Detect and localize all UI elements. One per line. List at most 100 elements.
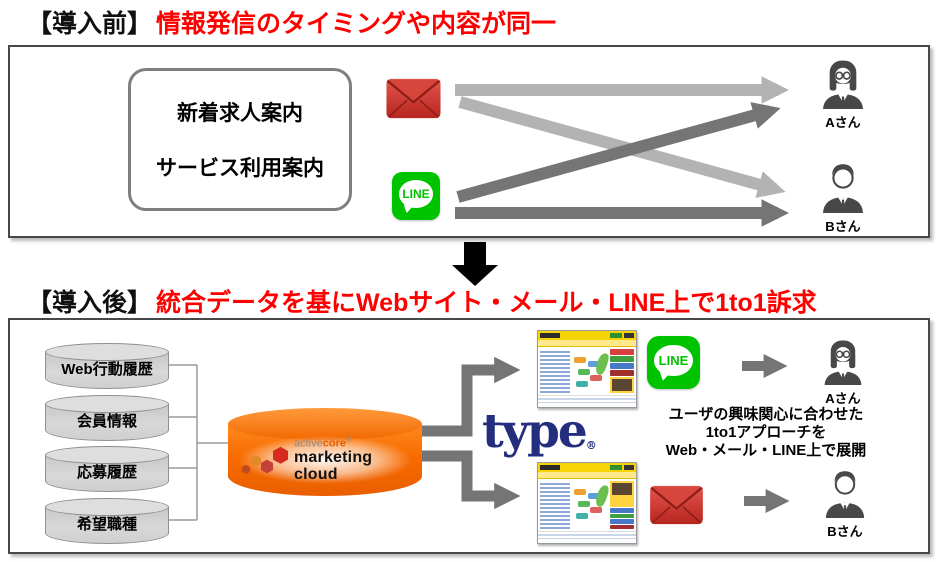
line-speech-bubble: LINE (654, 345, 693, 376)
database-connector-lines (169, 364, 230, 521)
before-panel: 新着求人案内 サービス利用案内 LINE (8, 45, 930, 238)
database-member-info: 会員情報 (45, 395, 169, 441)
email-icon (385, 78, 442, 119)
recipient-a: Aさん (808, 57, 878, 131)
before-title-text: 情報発信のタイミングや内容が同一 (156, 10, 557, 38)
thumbnail-navbar (538, 472, 636, 479)
type-site-thumbnail-upper (537, 330, 637, 408)
man-avatar-icon (823, 164, 863, 213)
thumbnail-link-column (540, 349, 570, 393)
broadcast-content-line2: サービス利用案内 (156, 157, 324, 181)
recipient-b-label: Bさん (827, 524, 863, 539)
cylinder-top (228, 408, 422, 440)
thumbnail-button (610, 524, 634, 529)
thumbnail-body (538, 479, 636, 531)
type-logo: type® (482, 408, 597, 455)
line-wordmark: LINE (658, 352, 689, 368)
after-panel: Web行動履歴 会員情報 応募履歴 希望職種 (8, 318, 930, 554)
thumbnail-ad-photo (612, 483, 632, 495)
thumbnail-button (610, 349, 634, 355)
thumbnail-button (610, 363, 634, 369)
activecore-hexagons-icon (242, 446, 288, 474)
recipient-a-label: Aさん (825, 391, 861, 406)
description-line3: Web・メール・LINE上で展開 (665, 442, 867, 459)
thumbnail-tag (588, 493, 600, 499)
line-speech-bubble: LINE (398, 180, 434, 208)
cylinder-top (45, 395, 169, 413)
thumbnail-tag (574, 357, 586, 363)
woman-avatar-icon (824, 340, 862, 385)
type-wordmark: type (482, 404, 588, 459)
cylinder-top (45, 446, 169, 464)
registered-mark: ® (346, 436, 352, 444)
thumbnail-sidebar (610, 349, 634, 393)
approach-description: ユーザの興味関心に合わせた 1to1アプローチを Web・メール・LINE上で展… (610, 406, 922, 460)
database-label: 希望職種 (76, 516, 137, 533)
after-title-prefix: 【導入後】 (27, 289, 153, 317)
thumbnail-tag (588, 361, 600, 367)
thumbnail-button (610, 356, 634, 362)
line-icon: LINE (392, 172, 440, 220)
thumbnail-link-column (540, 481, 570, 529)
after-title-text: 統合データを基にWebサイト・メール・LINE上で1to1訴求 (156, 289, 817, 317)
thumbnail-japan-map (593, 351, 611, 377)
thumbnail-logo (540, 465, 560, 470)
cylinder-top (45, 498, 169, 516)
thumbnail-japan-map (593, 483, 611, 509)
database-label: 会員情報 (76, 413, 137, 430)
cylinder-top (45, 343, 169, 361)
database-label: Web行動履歴 (61, 361, 153, 378)
thumbnail-tag (578, 369, 590, 375)
before-section-title: 【導入前】情報発信のタイミングや内容が同一 (27, 4, 556, 40)
recipient-a: Aさん (808, 337, 878, 407)
activecore-logo: activecore® marketing cloud (238, 436, 412, 484)
email-icon-graphic (650, 485, 703, 525)
activecore-wordmark: activecore® marketing cloud (294, 437, 412, 484)
recipient-a-label: Aさん (825, 115, 861, 130)
arrow-line-to-a (456, 102, 781, 203)
thumbnail-navbar (538, 340, 636, 347)
recipient-b: Bさん (808, 161, 878, 235)
down-arrow-stem (464, 242, 486, 265)
arrow-mail-to-b (458, 96, 786, 198)
before-title-prefix: 【導入前】 (27, 10, 153, 38)
thumbnail-content-column (572, 481, 611, 529)
database-web-history: Web行動履歴 (45, 343, 169, 389)
thumbnail-logo (540, 333, 560, 338)
thumbnail-ad (610, 481, 634, 507)
activecore-active-text: active (294, 437, 323, 450)
thumbnail-button (610, 519, 634, 524)
database-desired-job: 希望職種 (45, 498, 169, 544)
thumbnail-button (624, 465, 634, 470)
thumbnail-tag (590, 507, 602, 513)
thumbnail-content-column (572, 349, 611, 393)
activecore-core-text: core (322, 437, 346, 450)
transition-down-arrow-icon (452, 242, 498, 286)
thumbnail-button (610, 370, 634, 376)
thumbnail-button (610, 508, 634, 513)
thumbnail-button (610, 513, 634, 518)
thumbnail-body (538, 347, 636, 395)
arrow-cloud-to-web-lower (414, 450, 521, 510)
woman-avatar-icon (823, 60, 863, 109)
marketing-cloud-cylinder: activecore® marketing cloud (228, 408, 422, 496)
email-icon-graphic (386, 78, 441, 119)
thumbnail-header (538, 331, 636, 340)
down-arrow-head (452, 265, 498, 286)
thumbnail-button (610, 465, 622, 470)
thumbnail-footer (538, 395, 636, 403)
thumbnail-tag (576, 381, 588, 387)
thumbnail-tag (578, 501, 590, 507)
thumbnail-ad (610, 377, 634, 393)
recipient-b-label: Bさん (825, 219, 861, 234)
thumbnail-ad-photo (612, 379, 632, 391)
marketing-cloud-text: marketing cloud (294, 448, 373, 483)
thumbnail-button (624, 333, 634, 338)
thumbnail-tag (574, 489, 586, 495)
email-icon (649, 485, 704, 525)
thumbnail-tag (576, 513, 588, 519)
line-wordmark: LINE (402, 187, 430, 202)
recipient-b: Bさん (810, 468, 880, 540)
thumbnail-header (538, 463, 636, 472)
